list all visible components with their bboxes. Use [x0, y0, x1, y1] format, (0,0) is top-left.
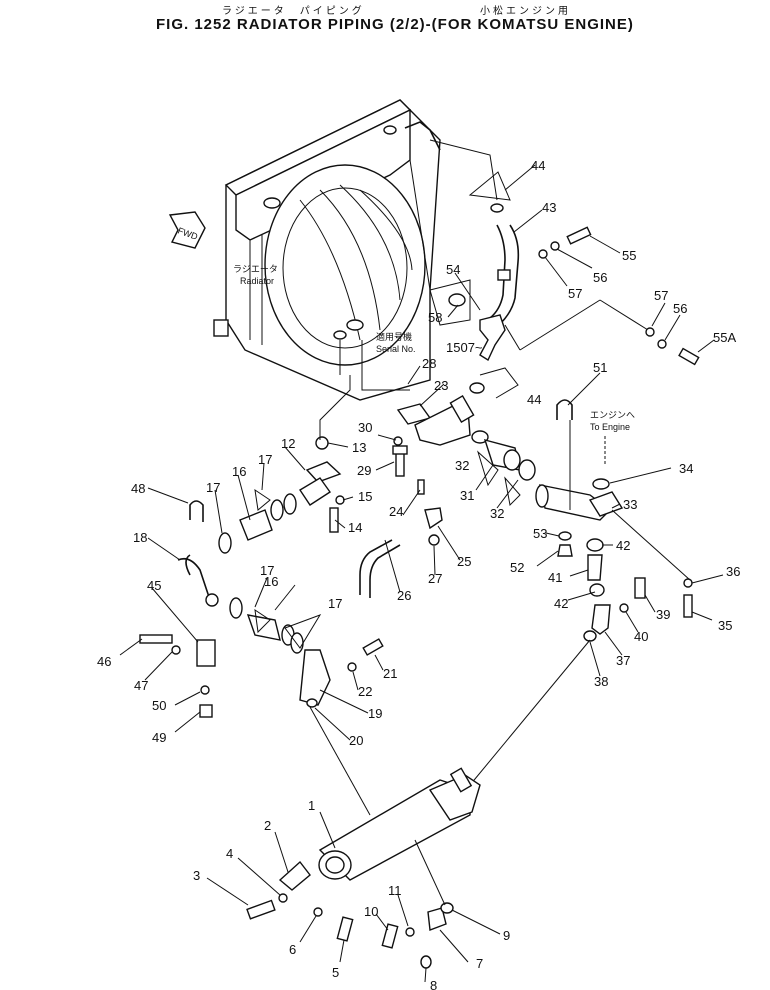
part-number: 36 — [726, 564, 740, 579]
part-number: 17 — [260, 563, 274, 578]
part-number: 24 — [389, 504, 403, 519]
part-number: 32 — [455, 458, 469, 473]
part-number: 17 — [206, 480, 220, 495]
part-number: 27 — [428, 571, 442, 586]
part-number: 37 — [616, 653, 630, 668]
radiator-label-jp: ラジエータ — [233, 264, 278, 274]
part-number: 8 — [430, 978, 437, 990]
title-japanese-engine: 小松エンジン用 — [480, 6, 571, 17]
part-number: 34 — [679, 461, 693, 476]
part-number: 56 — [593, 270, 607, 285]
part-number: 10 — [364, 904, 378, 919]
part-number: 49 — [152, 730, 166, 745]
part-number: 35 — [718, 618, 732, 633]
part-number: 44 — [527, 392, 541, 407]
part-number: 17 — [258, 452, 272, 467]
part-number: 16 — [232, 464, 246, 479]
fwd-arrow-icon: FWD — [168, 211, 206, 249]
bolts-upper-right — [538, 226, 700, 366]
part-number: 29 — [357, 463, 371, 478]
part-number: 57 — [654, 288, 668, 303]
part-number: 18 — [133, 530, 147, 545]
serial-label-jp: 適用号機 — [376, 331, 412, 342]
part-number: 48 — [131, 481, 145, 496]
part-number: 31 — [460, 488, 474, 503]
part-number: 33 — [623, 497, 637, 512]
part-number: 28 — [422, 356, 436, 371]
part-number: 19 — [368, 706, 382, 721]
part-number: 51 — [593, 360, 607, 375]
part-number: 55 — [622, 248, 636, 263]
part-number: 42 — [616, 538, 630, 553]
part-number: 58 — [428, 310, 442, 325]
part-number: 26 — [397, 588, 411, 603]
part-number: 56 — [673, 301, 687, 316]
header: ラジエータ パイピング 小松エンジン用 FIG. 1252 RADIATOR P… — [0, 0, 770, 40]
part-number-labels: 1 2 3 4 5 6 7 8 9 10 11 12 13 14 15 16 1… — [97, 158, 740, 990]
part-number: 4 — [226, 846, 233, 861]
part-number: 12 — [281, 436, 295, 451]
part-number: 23 — [434, 378, 448, 393]
part-number: 6 — [289, 942, 296, 957]
serial-label-en: Serial No. — [376, 344, 416, 354]
part-number: 43 — [542, 200, 556, 215]
part-number: 7 — [476, 956, 483, 971]
part-number: 54 — [446, 262, 460, 277]
part-number: 46 — [97, 654, 111, 669]
part-number: 32 — [490, 506, 504, 521]
part-number: 30 — [358, 420, 372, 435]
part-number: 9 — [503, 928, 510, 943]
center-parts — [359, 395, 536, 598]
right-pipe — [535, 399, 693, 642]
part-number: 42 — [554, 596, 568, 611]
part-number: 53 — [533, 526, 547, 541]
part-number: 17 — [328, 596, 342, 611]
part-number: 25 — [457, 554, 471, 569]
part-number: 50 — [152, 698, 166, 713]
part-number: 15 — [358, 489, 372, 504]
part-number: 5 — [332, 965, 339, 980]
part-number: 45 — [147, 578, 161, 593]
part-number: 40 — [634, 629, 648, 644]
part-number: 3 — [193, 868, 200, 883]
engine-label-jp: エンジンへ — [590, 410, 635, 420]
part-number: 22 — [358, 684, 372, 699]
part-number: 44 — [531, 158, 545, 173]
part-number: 11 — [388, 883, 402, 898]
part-number: 14 — [348, 520, 362, 535]
main-pipe — [246, 767, 481, 969]
upper-hose — [448, 203, 520, 394]
part-number: 20 — [349, 733, 363, 748]
part-number: 57 — [568, 286, 582, 301]
serial-value: 1507~ — [446, 340, 483, 355]
part-number: 2 — [264, 818, 271, 833]
part-number: 13 — [352, 440, 366, 455]
part-number: 1 — [308, 798, 315, 813]
radiator-label-en: Radiator — [240, 276, 274, 286]
part-number: 16 — [264, 574, 278, 589]
figure-title: FIG. 1252 RADIATOR PIPING (2/2)-(FOR KOM… — [156, 16, 634, 33]
part-number: 52 — [510, 560, 524, 575]
part-number: 47 — [134, 678, 148, 693]
radiator — [213, 99, 441, 401]
leader-lines — [119, 164, 724, 983]
engine-label-en: To Engine — [590, 422, 630, 432]
part-number: 39 — [656, 607, 670, 622]
part-number: 21 — [383, 666, 397, 681]
title-japanese: ラジエータ パイピング — [222, 6, 365, 17]
part-number: 55A — [713, 330, 736, 345]
part-number: 41 — [548, 570, 562, 585]
part-number: 38 — [594, 674, 608, 689]
